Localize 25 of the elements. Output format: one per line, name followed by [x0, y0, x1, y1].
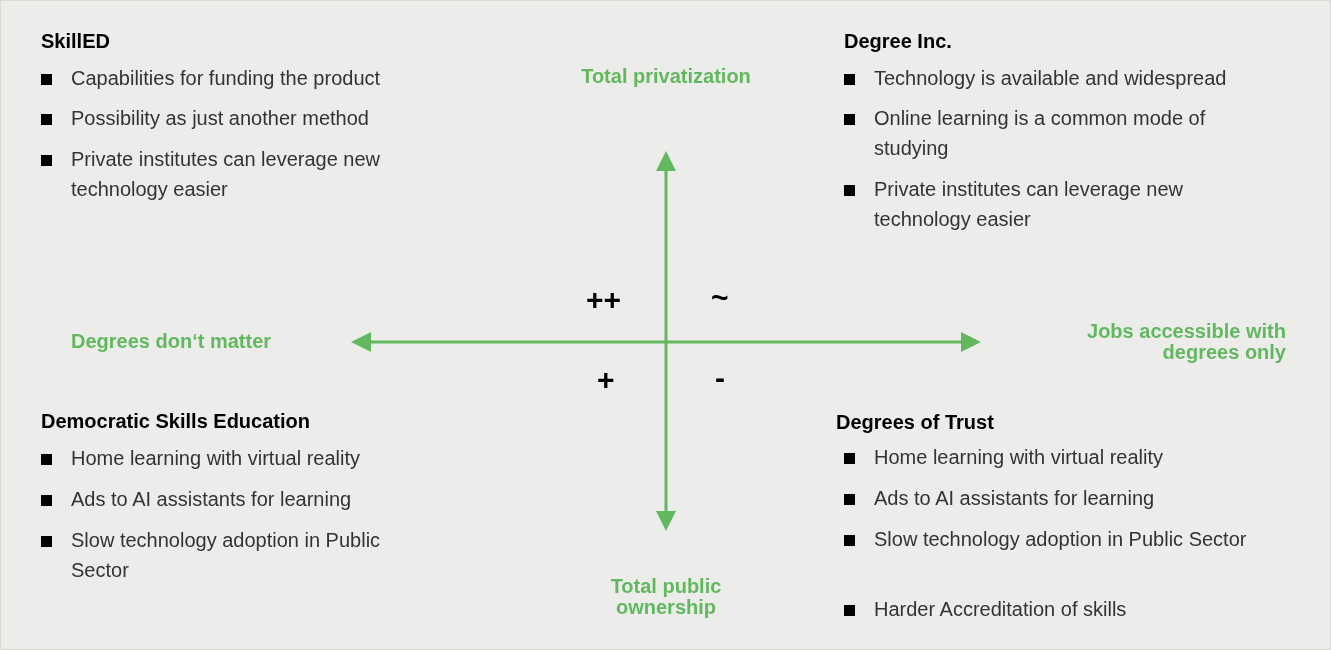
axis-label: Degrees don‘t matter — [71, 331, 273, 352]
axis-label: Jobs accessible with degrees only — [1086, 321, 1286, 363]
quadrant-heading: Degree Inc. — [844, 29, 952, 53]
bullet-text: Home learning with virtual reality — [874, 445, 1163, 470]
quadrant-sign: - — [715, 361, 725, 395]
quadrant-sign: ++ — [586, 283, 622, 317]
axis-label: Total public ownership — [609, 576, 723, 618]
bullet-text: Online learning is a common mode of studying — [874, 106, 1207, 161]
bullet-text: Private institutes can leverage new technology easier — [71, 147, 382, 202]
quadrant-sign: ~ — [711, 281, 729, 315]
quadrant-heading: SkillED — [41, 29, 110, 53]
bullet-text: Slow technology adoption in Public Sector — [71, 528, 382, 583]
bullet-text: Possibility as just another method — [71, 106, 369, 131]
bullet-text: Technology is available and widespread — [874, 66, 1227, 91]
bullet-text: Capabilities for funding the product — [71, 66, 381, 91]
bullet-text: Ads to AI assistants for learning — [874, 486, 1155, 511]
bullet-text: Private institutes can leverage new technology easier — [874, 177, 1185, 232]
quadrant-heading: Democratic Skills Education — [41, 409, 310, 433]
bullet-text: Ads to AI assistants for learning — [71, 487, 352, 512]
bullet-text: Home learning with virtual reality — [71, 446, 360, 471]
bullet-text: Slow technology adoption in Public Sector — [874, 527, 1247, 552]
bullet-text: Harder Accreditation of skills — [874, 597, 1127, 622]
quadrant-sign: + — [597, 363, 615, 397]
quadrant-heading: Degrees of Trust — [836, 410, 994, 434]
axis-label: Total privatization — [580, 66, 752, 87]
